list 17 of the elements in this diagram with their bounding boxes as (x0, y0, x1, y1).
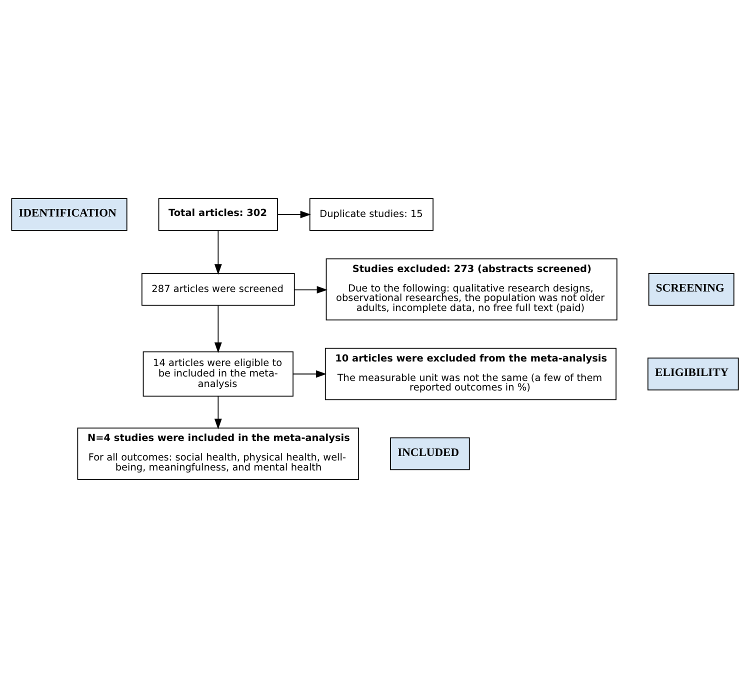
node-box: N=4 studies were included in the meta-analysis For all outcomes: social health, physical health, well-being, meaningfulness, and mental health (77, 427, 360, 480)
arrow (214, 395, 222, 429)
arrow (214, 304, 222, 352)
node-box: 10 articles were excluded from the meta-analysis The measurable unit was not the same (a few of them reported outcomes in %) (324, 347, 616, 400)
node-box: SCREENING (648, 272, 734, 306)
arrow (294, 286, 328, 294)
node-box: INCLUDED (390, 436, 470, 470)
arrow (277, 210, 311, 218)
node-box: Duplicate studies: 15 (309, 198, 434, 230)
node-box: Total articles: 302 (158, 198, 278, 230)
arrow (292, 370, 327, 378)
arrow (214, 230, 222, 274)
node-box: 287 articles were screened (142, 272, 295, 306)
node-box: Studies excluded: 273 (abstracts screened) Due to the following: qualitative research designs, observational researches, the population was not older adults, incomplete data, no free full text (paid) (326, 258, 618, 320)
node-box: IDENTIFICATION (11, 198, 128, 230)
node-box: ELIGIBILITY (648, 357, 739, 390)
node-box: 14 articles were eligible to be included in the meta-analysis (142, 350, 294, 396)
